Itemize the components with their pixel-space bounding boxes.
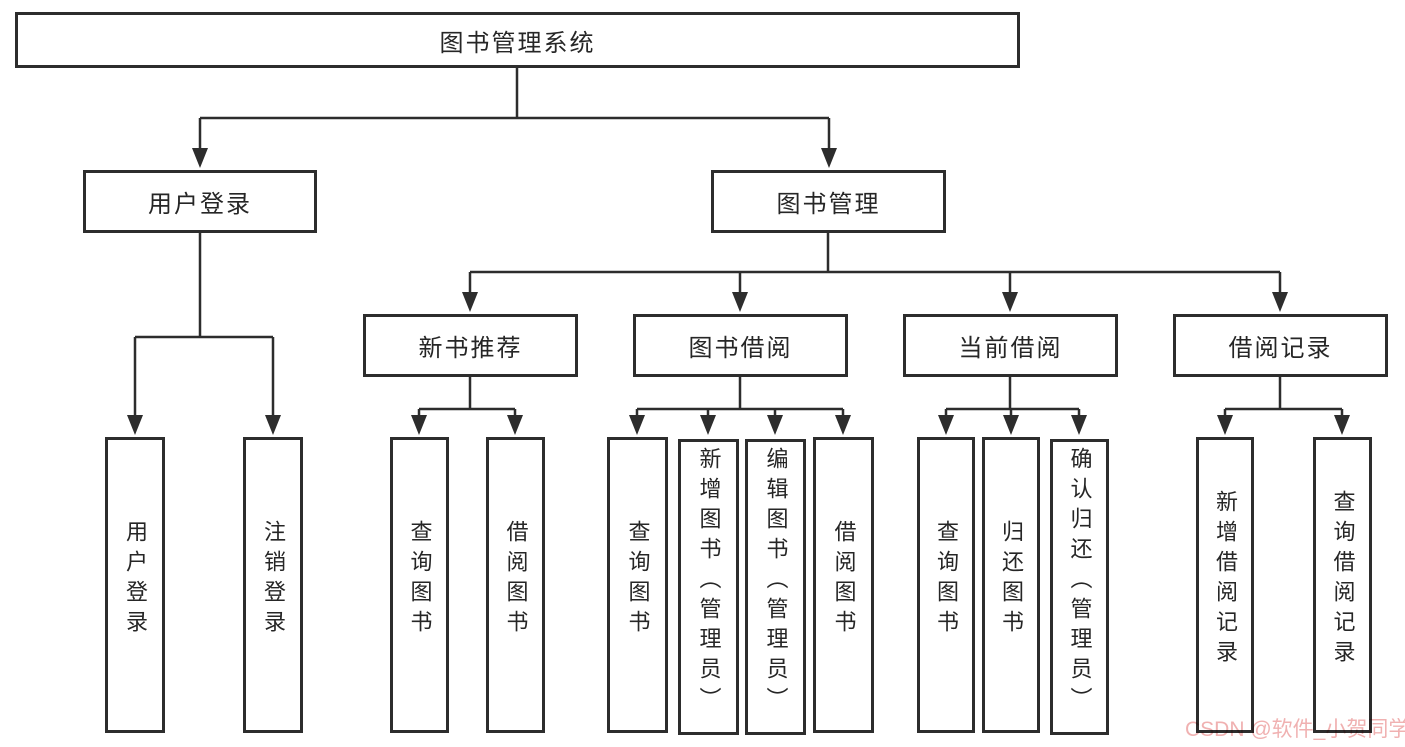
- leaf-label: 查询图书: [407, 520, 433, 640]
- arrowhead: [835, 415, 851, 435]
- leaf-label: 编辑图书（管理员）: [763, 447, 789, 717]
- leaf-add-borrow-record: 新增借阅记录: [1196, 437, 1254, 733]
- arrowhead: [411, 415, 427, 435]
- node-label: 当前借阅: [958, 335, 1063, 362]
- arrowhead: [700, 415, 716, 435]
- arrowhead: [767, 415, 783, 435]
- leaf-return-book: 归还图书: [982, 437, 1040, 733]
- node-label: 借阅记录: [1228, 335, 1333, 362]
- arrowhead: [1334, 415, 1350, 435]
- leaf-user-login: 用户登录: [105, 437, 165, 733]
- leaf-label: 查询借阅记录: [1330, 490, 1356, 670]
- leaf-borrow-book: 借阅图书: [813, 437, 874, 733]
- node-label: 新书推荐: [418, 335, 523, 362]
- arrowhead: [192, 148, 208, 168]
- leaf-label: 归还图书: [999, 520, 1024, 640]
- leaf-label: 查询图书: [934, 520, 959, 640]
- leaf-label: 新增借阅记录: [1213, 490, 1238, 670]
- leaf-label: 确认归还（管理员）: [1067, 447, 1093, 717]
- csdn-watermark: CSDN @软件_小贺同学: [1185, 718, 1405, 741]
- leaf-label: 查询图书: [625, 520, 651, 640]
- node-label: 图书管理: [776, 191, 881, 218]
- arrowhead: [1071, 415, 1087, 435]
- leaf-borrow-books-recommend: 借阅图书: [486, 437, 545, 733]
- arrowhead: [127, 415, 143, 435]
- leaf-label: 注销登录: [261, 520, 286, 640]
- node-root-system: 图书管理系统: [15, 12, 1020, 68]
- arrowhead: [1217, 415, 1233, 435]
- node-label: 图书借阅: [688, 335, 793, 362]
- arrowhead: [507, 415, 523, 435]
- leaf-query-books-recommend: 查询图书: [390, 437, 449, 733]
- arrowhead: [1002, 292, 1018, 312]
- node-label: 用户登录: [148, 191, 252, 218]
- arrowhead: [1003, 415, 1019, 435]
- arrowhead: [462, 292, 478, 312]
- leaf-logout: 注销登录: [243, 437, 303, 733]
- node-book-management: 图书管理: [711, 170, 946, 233]
- leaf-query-books-current: 查询图书: [917, 437, 975, 733]
- node-user-login: 用户登录: [83, 170, 317, 233]
- leaf-label: 借阅图书: [503, 520, 529, 640]
- arrowhead: [629, 415, 645, 435]
- arrowhead: [821, 148, 837, 168]
- arrowhead: [938, 415, 954, 435]
- node-book-borrow: 图书借阅: [633, 314, 848, 377]
- leaf-edit-book-admin: 编辑图书（管理员）: [745, 439, 806, 735]
- node-new-book-recommend: 新书推荐: [363, 314, 578, 377]
- arrowhead: [265, 415, 281, 435]
- leaf-label: 新增图书（管理员）: [696, 447, 722, 717]
- arrowhead: [732, 292, 748, 312]
- leaf-add-book-admin: 新增图书（管理员）: [678, 439, 739, 735]
- arrowhead: [1272, 292, 1288, 312]
- leaf-label: 用户登录: [123, 520, 148, 640]
- node-current-borrow: 当前借阅: [903, 314, 1118, 377]
- leaf-confirm-return-admin: 确认归还（管理员）: [1050, 439, 1109, 735]
- leaf-query-books-borrow: 查询图书: [607, 437, 668, 733]
- node-borrow-records: 借阅记录: [1173, 314, 1388, 377]
- node-label: 图书管理系统: [439, 29, 596, 57]
- leaf-label: 借阅图书: [831, 520, 857, 640]
- leaf-query-borrow-record: 查询借阅记录: [1313, 437, 1372, 733]
